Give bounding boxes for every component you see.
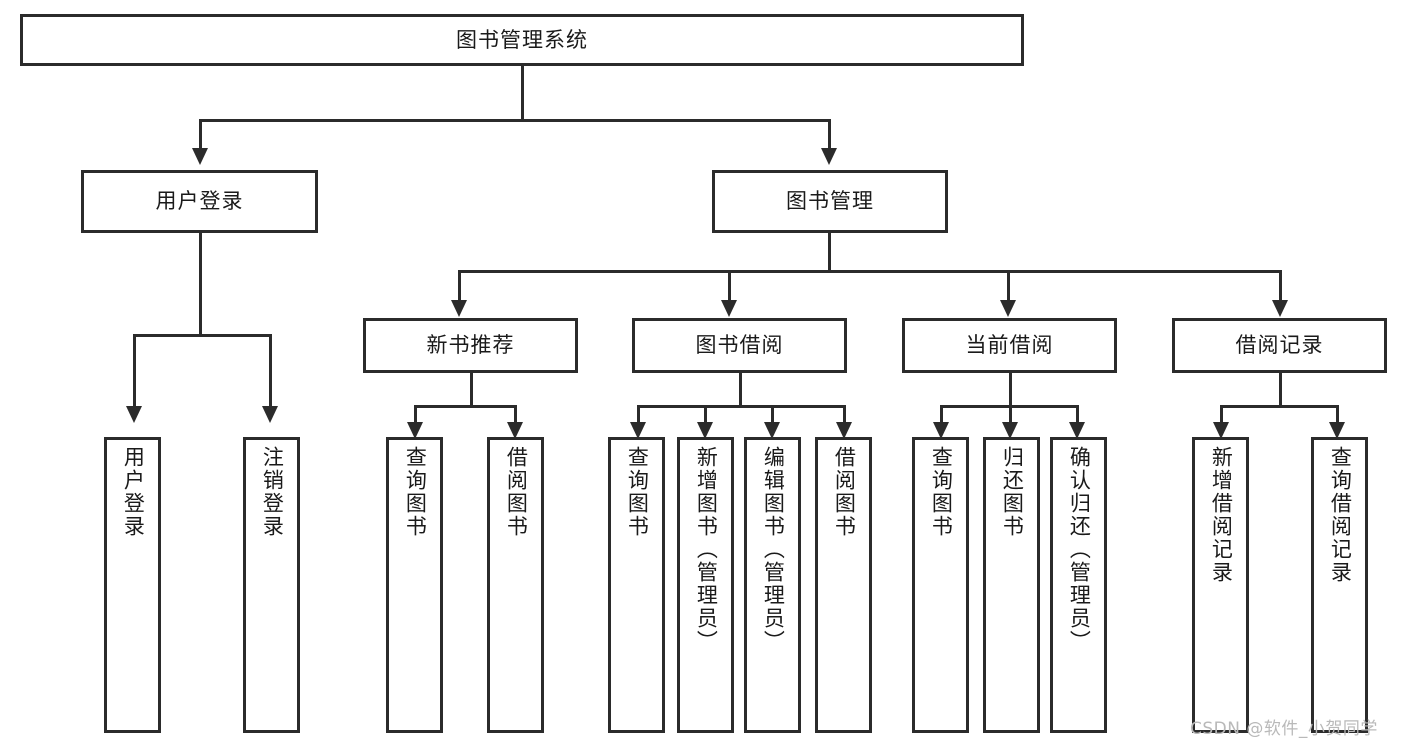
connector-new-book-recommend-stem	[470, 373, 473, 408]
arrowhead-user-login-leaf-2	[262, 406, 278, 423]
connector-root-stem	[521, 66, 524, 121]
node-label: 图书管理系统	[456, 27, 588, 52]
connector-user-login-branch-2	[269, 334, 272, 408]
node-label: 新增借阅记录	[1209, 446, 1234, 584]
node-label: 新书推荐	[426, 333, 515, 358]
connector-new-book-recommend-bar	[414, 405, 517, 408]
arrowhead-borrow-book-1	[507, 422, 523, 439]
connector-book-management-branch-3	[1007, 270, 1010, 303]
connector-root-bar	[199, 119, 830, 122]
arrowhead-query-book-3	[933, 422, 949, 439]
arrowhead-edit-book-admin	[764, 422, 780, 439]
node-leaf-query-book-recommend[interactable]: 查询图书	[386, 437, 443, 733]
node-label: 归还图书	[1000, 446, 1025, 538]
connector-borrow-record-branch-2	[1336, 405, 1339, 425]
arrowhead-user-login-leaf-1	[126, 406, 142, 423]
arrowhead-query-borrow-record	[1329, 422, 1345, 439]
node-leaf-query-book-borrow[interactable]: 查询图书	[608, 437, 665, 733]
arrowhead-root-to-user-login	[192, 148, 208, 165]
connector-book-borrow-bar	[637, 405, 846, 408]
node-book-management-system[interactable]: 图书管理系统	[20, 14, 1024, 66]
node-new-book-recommend[interactable]: 新书推荐	[363, 318, 578, 373]
node-label: 编辑图书（管理员）	[761, 446, 786, 653]
node-leaf-add-book-admin[interactable]: 新增图书（管理员）	[677, 437, 734, 733]
node-leaf-add-borrow-record[interactable]: 新增借阅记录	[1192, 437, 1249, 733]
node-borrow-record[interactable]: 借阅记录	[1172, 318, 1387, 373]
arrowhead-query-book-2	[630, 422, 646, 439]
arrowhead-query-book-1	[407, 422, 423, 439]
node-label: 借阅记录	[1235, 333, 1324, 358]
node-label: 用户登录	[121, 446, 146, 538]
connector-user-login-stem	[199, 233, 202, 336]
connector-book-borrow-branch-3	[771, 405, 774, 425]
connector-new-book-recommend-branch-2	[514, 405, 517, 425]
connector-borrow-record-branch-1	[1220, 405, 1223, 425]
node-leaf-confirm-return-admin[interactable]: 确认归还（管理员）	[1050, 437, 1107, 733]
node-label: 注销登录	[260, 446, 285, 538]
arrowhead-add-borrow-record	[1213, 422, 1229, 439]
node-book-management[interactable]: 图书管理	[712, 170, 948, 233]
connector-user-login-bar	[133, 334, 272, 337]
connector-current-borrow-branch-2	[1009, 405, 1012, 425]
connector-book-management-bar	[458, 270, 1282, 273]
node-label: 借阅图书	[504, 446, 529, 538]
connector-book-management-stem	[828, 233, 831, 272]
node-label: 图书借阅	[695, 333, 784, 358]
connector-current-borrow-branch-1	[940, 405, 943, 425]
node-label: 查询图书	[929, 446, 954, 538]
node-leaf-borrow-book[interactable]: 借阅图书	[815, 437, 872, 733]
connector-user-login-branch-1	[133, 334, 136, 408]
connector-new-book-recommend-branch-1	[414, 405, 417, 425]
connector-book-management-branch-4	[1279, 270, 1282, 303]
arrowhead-confirm-return-admin	[1069, 422, 1085, 439]
connector-root-to-book-management	[828, 119, 831, 150]
arrowhead-root-to-book-management	[821, 148, 837, 165]
node-user-login[interactable]: 用户登录	[81, 170, 318, 233]
connector-book-borrow-branch-1	[637, 405, 640, 425]
node-book-borrow[interactable]: 图书借阅	[632, 318, 847, 373]
node-label: 借阅图书	[832, 446, 857, 538]
node-leaf-query-book-current[interactable]: 查询图书	[912, 437, 969, 733]
node-label: 当前借阅	[965, 333, 1054, 358]
node-leaf-borrow-book-recommend[interactable]: 借阅图书	[487, 437, 544, 733]
arrowhead-borrow-record	[1272, 300, 1288, 317]
node-leaf-logout-login[interactable]: 注销登录	[243, 437, 300, 733]
node-leaf-query-borrow-record[interactable]: 查询借阅记录	[1311, 437, 1368, 733]
node-current-borrow[interactable]: 当前借阅	[902, 318, 1117, 373]
node-leaf-return-book[interactable]: 归还图书	[983, 437, 1040, 733]
connector-book-management-branch-2	[728, 270, 731, 303]
connector-book-borrow-branch-4	[843, 405, 846, 425]
arrowhead-borrow-book-2	[836, 422, 852, 439]
connector-current-borrow-branch-3	[1076, 405, 1079, 425]
node-label: 用户登录	[155, 189, 244, 214]
connector-book-borrow-branch-2	[704, 405, 707, 425]
node-leaf-edit-book-admin[interactable]: 编辑图书（管理员）	[744, 437, 801, 733]
node-label: 新增图书（管理员）	[694, 446, 719, 653]
connector-root-to-user-login	[199, 119, 202, 150]
node-label: 查询图书	[403, 446, 428, 538]
connector-borrow-record-bar	[1220, 405, 1339, 408]
node-label: 查询图书	[625, 446, 650, 538]
arrowhead-return-book	[1002, 422, 1018, 439]
connector-borrow-record-stem	[1279, 373, 1282, 408]
connector-book-borrow-stem	[739, 373, 742, 408]
node-label: 查询借阅记录	[1328, 446, 1353, 584]
node-label: 确认归还（管理员）	[1067, 446, 1092, 653]
arrowhead-new-book-recommend	[451, 300, 467, 317]
arrowhead-book-borrow	[721, 300, 737, 317]
connector-book-management-branch-1	[458, 270, 461, 303]
arrowhead-add-book-admin	[697, 422, 713, 439]
node-label: 图书管理	[786, 189, 874, 214]
node-leaf-user-login[interactable]: 用户登录	[104, 437, 161, 733]
connector-current-borrow-stem	[1009, 373, 1012, 408]
arrowhead-current-borrow	[1000, 300, 1016, 317]
